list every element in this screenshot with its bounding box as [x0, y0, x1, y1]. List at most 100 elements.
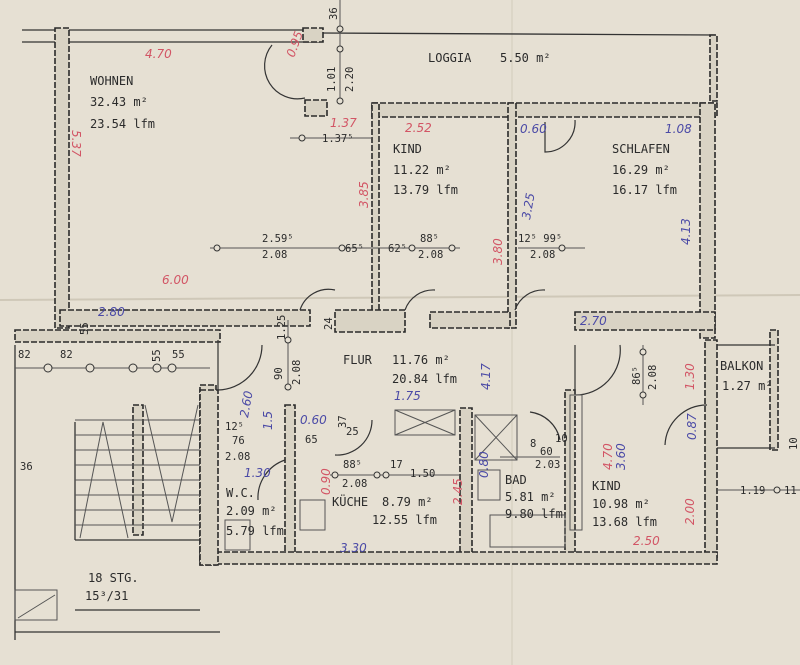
room-area-flur: 11.76 m²: [392, 353, 450, 367]
dimension-label: 25: [346, 426, 359, 438]
handwritten-annotation: 1.5: [261, 411, 275, 430]
room-labels: WOHNEN 32.43 m² 23.54 lfm LOGGIA 5.50 m²…: [85, 51, 773, 603]
dimension-label: 65⁵: [345, 243, 364, 255]
room-area-loggia: 5.50 m²: [500, 51, 551, 65]
dimension-label: 55: [79, 322, 91, 335]
dimension-label: 2.03: [535, 459, 560, 471]
dimension-label: 12⁵: [225, 421, 244, 433]
dimension-label: 36: [328, 7, 340, 20]
handwritten-annotation: 3.30: [340, 541, 367, 555]
handwritten-annotation: 0.80: [477, 451, 491, 478]
stair-label: 18 STG.: [88, 571, 139, 585]
room-name-loggia: LOGGIA: [428, 51, 472, 65]
dimension-lines: [15, 0, 800, 494]
dimension-label: 12⁵ 99⁵: [518, 233, 562, 245]
room-area-kind-2: 10.98 m²: [592, 497, 650, 511]
handwritten-annotation: 1.08: [665, 122, 692, 136]
handwritten-annotation: 0.60: [300, 413, 327, 427]
dimension-label: 36: [20, 461, 33, 473]
dimension-label: 1.37⁵: [322, 133, 354, 145]
handwritten-annotation: 2.52: [405, 121, 432, 135]
handwritten-annotation: 0.90: [319, 468, 333, 495]
dimension-label: 90: [273, 367, 285, 380]
room-name-balkon: BALKON: [720, 359, 763, 373]
dimension-label: 1.01: [326, 67, 338, 92]
dimension-label: 2.08: [262, 249, 287, 261]
room-name-schlafen: SCHLAFEN: [612, 142, 670, 156]
handwritten-annotation: 0.87: [685, 413, 699, 440]
handwritten-annotation: 2.60: [237, 389, 255, 418]
handwritten-annotation: 1.30: [244, 466, 271, 480]
dimension-label: 55: [151, 349, 163, 362]
dimension-label: 2.20: [344, 67, 356, 92]
dimension-label: 82: [18, 349, 31, 361]
handwritten-annotation: 4.70: [601, 443, 615, 470]
walls: [14, 27, 779, 640]
dimension-label: 11: [784, 485, 797, 497]
doors: [217, 44, 708, 501]
dimension-label: 62⁵: [388, 243, 407, 255]
room-lfm-bad: 9.80 lfm: [505, 507, 563, 521]
room-lfm-schlafen: 16.17 lfm: [612, 183, 677, 197]
paper-fold: [0, 294, 800, 301]
dimension-label: 1.19: [740, 485, 765, 497]
dimension-label: 76: [232, 435, 245, 447]
handwritten-annotation: 3.85: [357, 181, 371, 208]
handwritten-annotation: 5.37: [69, 130, 83, 157]
room-area-kueche: 8.79 m²: [382, 495, 433, 509]
dimension-label: 8: [530, 438, 536, 450]
dimension-label: 1.25: [276, 315, 288, 340]
handwritten-annotation: 4.70: [145, 47, 172, 61]
dimension-label: 2.08: [225, 451, 250, 463]
handwritten-annotation: 0.60: [520, 122, 547, 136]
handwritten-annotation: 0.95: [284, 29, 306, 59]
dimension-label: 17: [390, 459, 403, 471]
dimension-label: 88⁵: [343, 459, 362, 471]
dimension-label: 65: [305, 434, 318, 446]
handwritten-annotation: 3.25: [519, 192, 537, 221]
handwritten-red-annotations: 4.70 5.37 0.95 1.37 3.85 6.00 2.52 3.80 …: [69, 29, 697, 548]
room-area-balkon: 1.27 m²: [722, 379, 773, 393]
handwritten-annotation: 3.60: [614, 443, 628, 470]
room-name-flur: FLUR: [343, 353, 373, 367]
handwritten-annotation: 6.00: [162, 273, 189, 287]
dimension-label: 2.08: [291, 360, 303, 385]
printed-dimensions: 36 1.01 2.20 1.37⁵ 2.59⁵ 2.08 65⁵ 62⁵ 88…: [18, 7, 800, 497]
handwritten-annotation: 1.75: [394, 389, 421, 403]
dimension-label: 2.59⁵: [262, 233, 294, 245]
room-lfm-wohnen: 23.54 lfm: [90, 117, 155, 131]
dimension-label: 10: [788, 437, 800, 450]
dimension-label: 10: [555, 433, 568, 445]
handwritten-annotation: 4.17: [479, 363, 493, 390]
room-lfm-kind-2: 13.68 lfm: [592, 515, 657, 529]
dimension-label: 86⁵: [631, 366, 643, 385]
dimension-label: 88⁵: [420, 233, 439, 245]
room-name-bad: BAD: [505, 473, 527, 487]
stairs: [14, 404, 200, 621]
room-area-kind-1: 11.22 m²: [393, 163, 451, 177]
room-area-wc: 2.09 m²: [226, 504, 277, 518]
stair-ratio: 15³/31: [85, 589, 128, 603]
dimension-label: 2.08: [342, 478, 367, 490]
room-name-wohnen: WOHNEN: [90, 74, 133, 88]
dimension-label: 1.50: [410, 468, 435, 480]
handwritten-annotation: 1.30: [683, 363, 697, 390]
room-area-bad: 5.81 m²: [505, 490, 556, 504]
handwritten-blue-annotations: 0.60 1.08 3.25 4.13 2.80 2.70 4.17 1.75 …: [98, 122, 699, 555]
room-lfm-flur: 20.84 lfm: [392, 372, 457, 386]
handwritten-annotation: 4.13: [679, 218, 693, 245]
room-name-kind-2: KIND: [592, 479, 621, 493]
handwritten-annotation: 2.70: [580, 314, 607, 328]
dimension-label: 2.08: [647, 365, 659, 390]
room-lfm-kind-1: 13.79 lfm: [393, 183, 458, 197]
handwritten-annotation: 1.37: [330, 116, 357, 130]
room-name-kueche: KÜCHE: [332, 493, 368, 509]
room-area-wohnen: 32.43 m²: [90, 95, 148, 109]
room-lfm-wc: 5.79 lfm: [226, 524, 284, 538]
room-name-wc: W.C.: [226, 486, 255, 500]
fixtures: [224, 394, 583, 551]
dimension-label: 55: [172, 349, 185, 361]
dimension-label: 24: [323, 317, 335, 330]
handwritten-annotation: 3.80: [491, 238, 505, 265]
